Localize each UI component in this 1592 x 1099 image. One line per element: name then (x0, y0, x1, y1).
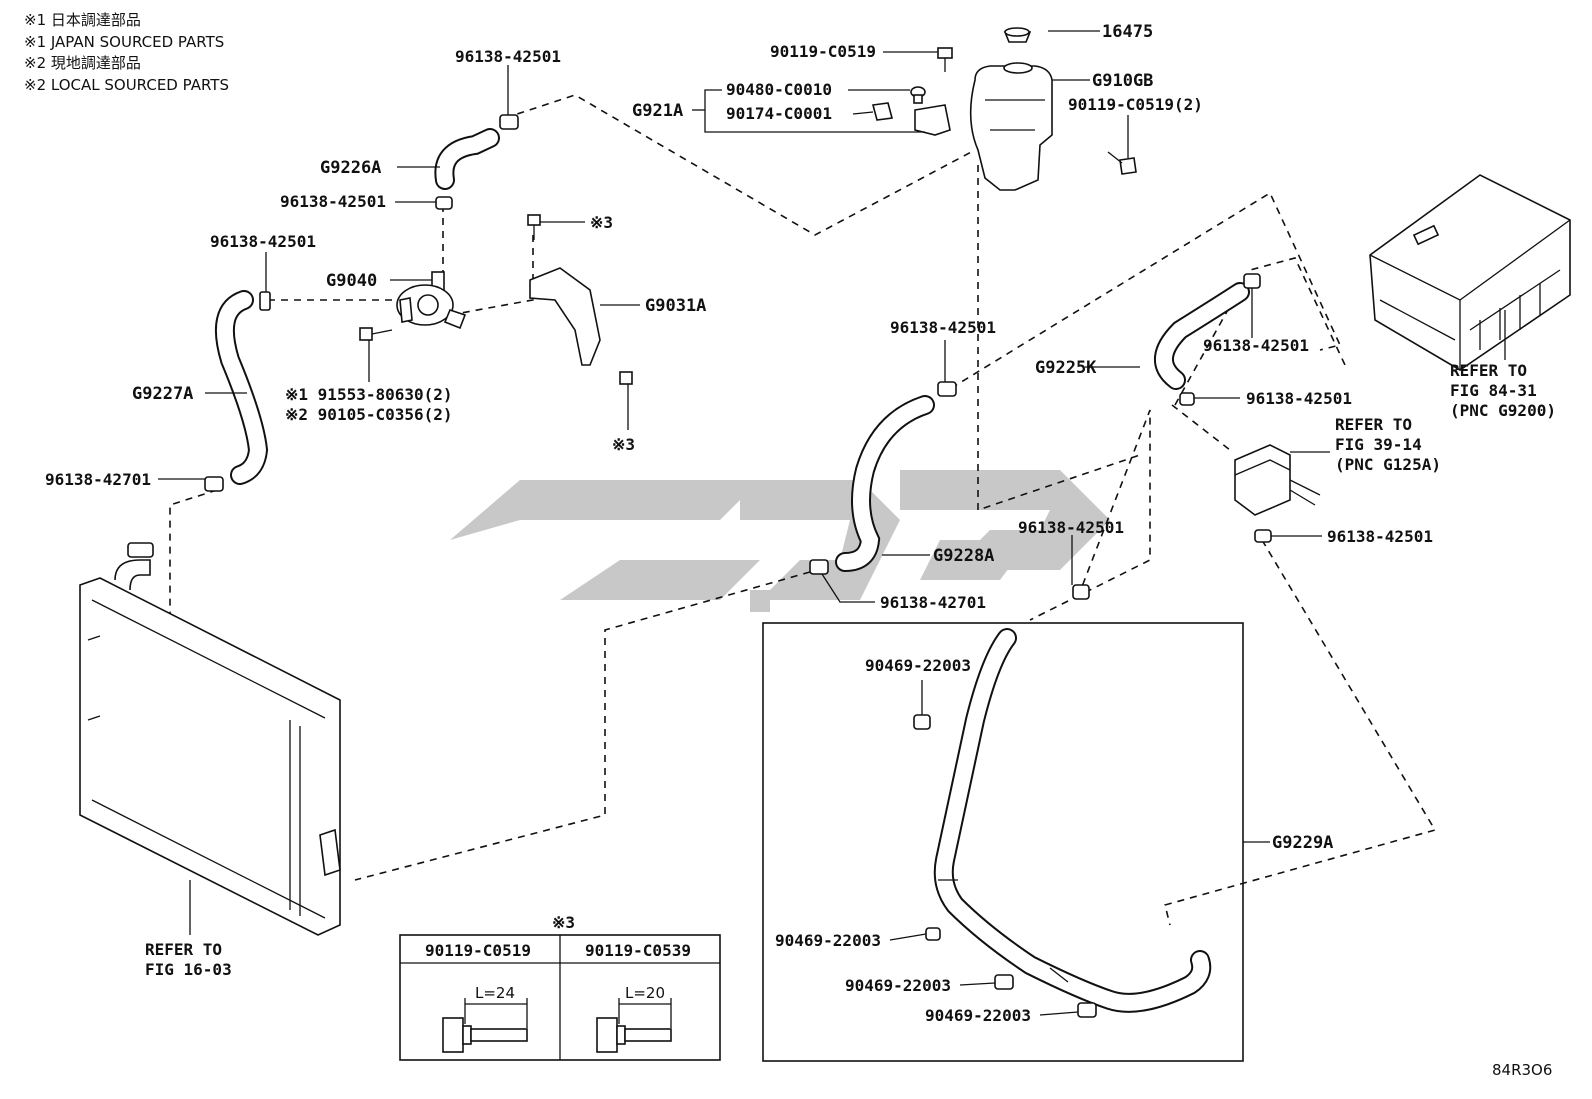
ref-16-03-line2: FIG 16-03 (145, 960, 232, 979)
note-2-jp: ※2 現地調達部品 (24, 54, 141, 72)
clamp-42701-mid (809, 559, 829, 575)
label-96138-b: 96138-42501 (280, 192, 386, 211)
label-96138-h: 96138-42501 (1327, 527, 1433, 546)
label-16475: 16475 (1102, 22, 1153, 42)
ref-39-14-line3: (PNC G125A) (1335, 455, 1441, 474)
ref-39-14-line2: FIG 39-14 (1335, 435, 1422, 454)
radiator (79, 542, 341, 936)
bracket-bolt-top (527, 214, 541, 240)
clip-c (994, 974, 1014, 990)
pump-bolt (359, 327, 393, 341)
ref-84-31-line2: FIG 84-31 (1450, 381, 1537, 400)
label-g9225k: G9225K (1035, 358, 1097, 378)
clamp-e (1243, 273, 1261, 289)
clamp-top (499, 114, 519, 130)
label-90469-c: 90469-22003 (845, 976, 951, 995)
clamp-42701-left (204, 476, 224, 492)
bracket-bolt-bottom (619, 371, 633, 385)
label-90469-b: 90469-22003 (775, 931, 881, 950)
clip-d (1077, 1002, 1097, 1018)
label-91553: ※1 91553-80630(2) (285, 385, 453, 404)
label-g9228a: G9228A (933, 546, 994, 566)
reservoir-tank (969, 27, 1053, 191)
label-96138-f: 96138-42501 (1246, 389, 1352, 408)
bolt-table-col2-part: 90119-C0539 (585, 941, 691, 960)
bolt-top (937, 47, 953, 72)
label-g921a: G921A (632, 101, 683, 121)
dashed-connection-lines (117, 94, 1437, 926)
pump-bracket (529, 267, 601, 366)
hose-g9227a (214, 290, 269, 485)
clamp-h (1072, 584, 1090, 600)
leader-lines (158, 30, 1506, 1016)
bolt-right (1107, 151, 1137, 175)
label-g9229a: G9229A (1272, 833, 1333, 853)
ref-84-31-line1: REFER TO (1450, 361, 1527, 380)
label-g9227a: G9227A (132, 384, 193, 404)
bolt-table-title: ※3 (552, 913, 575, 932)
clamp-f (1179, 392, 1195, 406)
bolt-table-col2-length: L=20 (625, 984, 665, 1002)
hose-g9226a (434, 128, 500, 190)
label-96138-d: 96138-42501 (890, 318, 996, 337)
label-96138-e: 96138-42501 (1203, 336, 1309, 355)
callouts: 16475 90119-C0519 90480-C0010 90174-C000… (45, 22, 1556, 1079)
label-90174: 90174-C0001 (726, 104, 832, 123)
label-96138-g: 96138-42501 (1018, 518, 1124, 537)
clamp-c (259, 291, 271, 311)
clamp-g (1254, 529, 1272, 543)
label-g9226a: G9226A (320, 158, 381, 178)
note-1-en: ※1 JAPAN SOURCED PARTS (24, 33, 224, 51)
label-96138-42701-mid: 96138-42701 (880, 593, 986, 612)
bolt-spec-table (399, 934, 721, 1061)
label-96138-c: 96138-42501 (210, 232, 316, 251)
bolt-table-col1-part: 90119-C0519 (425, 941, 531, 960)
hose-g9229a (933, 628, 1212, 1013)
label-mark3-a: ※3 (590, 213, 613, 232)
label-90105: ※2 90105-C0356(2) (285, 405, 453, 424)
note-1-jp: ※1 日本調達部品 (24, 11, 141, 29)
inverter-assembly (1369, 174, 1571, 371)
bolt-drawing-right (596, 998, 672, 1053)
bolt-drawing-left (442, 998, 528, 1053)
hose-g9228a (835, 395, 935, 572)
bracket (914, 104, 951, 136)
ref-39-14-line1: REFER TO (1335, 415, 1412, 434)
clip-b (925, 927, 941, 941)
hose-g9225k (1153, 282, 1250, 390)
label-g9031a: G9031A (645, 296, 706, 316)
watermark-logo (450, 470, 1110, 612)
legend-notes: ※1 日本調達部品 ※1 JAPAN SOURCED PARTS ※2 現地調達… (24, 11, 229, 94)
clip-nut (871, 102, 894, 121)
water-pump (396, 271, 467, 330)
component-g125a (1234, 444, 1321, 516)
grommet (910, 86, 926, 104)
clamp-d (937, 381, 957, 397)
label-90480: 90480-C0010 (726, 80, 832, 99)
label-mark3-b: ※3 (612, 435, 635, 454)
bolt-table-col1-length: L=24 (475, 984, 515, 1002)
note-2-en: ※2 LOCAL SOURCED PARTS (24, 76, 229, 94)
label-g910gb: G910GB (1092, 71, 1153, 91)
clamp-b (435, 196, 453, 210)
bolt-table-text: ※3 90119-C0519 90119-C0539 L=24 L=20 (425, 913, 691, 1002)
label-90469-a: 90469-22003 (865, 656, 971, 675)
figure-id: 84R3O6 (1492, 1061, 1552, 1079)
label-96138-42701-left: 96138-42701 (45, 470, 151, 489)
label-90119-c0519-top: 90119-C0519 (770, 42, 876, 61)
label-90119-c0519-2: 90119-C0519(2) (1068, 95, 1203, 114)
clip-a (913, 714, 931, 730)
label-90469-d: 90469-22003 (925, 1006, 1031, 1025)
label-96138-top: 96138-42501 (455, 47, 561, 66)
label-g9040: G9040 (326, 271, 377, 291)
ref-84-31-line3: (PNC G9200) (1450, 401, 1556, 420)
ref-16-03-line1: REFER TO (145, 940, 222, 959)
